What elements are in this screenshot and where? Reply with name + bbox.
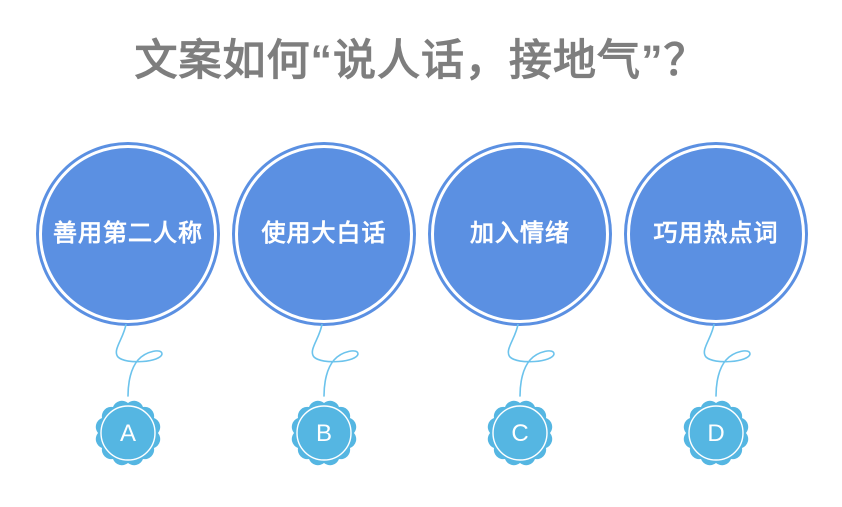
page-title: 文案如何“说人话，接地气”？: [134, 37, 708, 85]
topic-label: 加入情绪: [470, 219, 570, 247]
tip-item-a: 善用第二人称 A: [36, 142, 220, 472]
seal-badge-icon: B: [291, 400, 357, 466]
badge-letter: B: [316, 420, 332, 447]
connector-squiggle-icon: [507, 324, 555, 397]
topic-circle: 加入情绪: [428, 142, 612, 326]
seal-badge-icon: A: [95, 400, 161, 466]
seal-badge-icon: C: [487, 400, 553, 466]
tip-item-c: 加入情绪 C: [428, 142, 612, 472]
topic-circle: 巧用热点词: [624, 142, 808, 326]
tip-item-d: 巧用热点词 D: [624, 142, 808, 472]
tip-item-b: 使用大白话 B: [232, 142, 416, 472]
connector-squiggle-icon: [311, 324, 359, 397]
topic-label: 巧用热点词: [653, 219, 779, 247]
topic-circle: 使用大白话: [232, 142, 416, 326]
seal-badge-icon: D: [683, 400, 749, 466]
badge-letter: A: [120, 420, 136, 447]
connector-squiggle-icon: [703, 324, 751, 397]
badge-letter: C: [511, 420, 528, 447]
topic-label: 善用第二人称: [53, 219, 203, 247]
topic-label: 使用大白话: [261, 219, 387, 247]
topic-circle: 善用第二人称: [36, 142, 220, 326]
connector-squiggle-icon: [115, 324, 163, 397]
badge-letter: D: [707, 420, 724, 447]
